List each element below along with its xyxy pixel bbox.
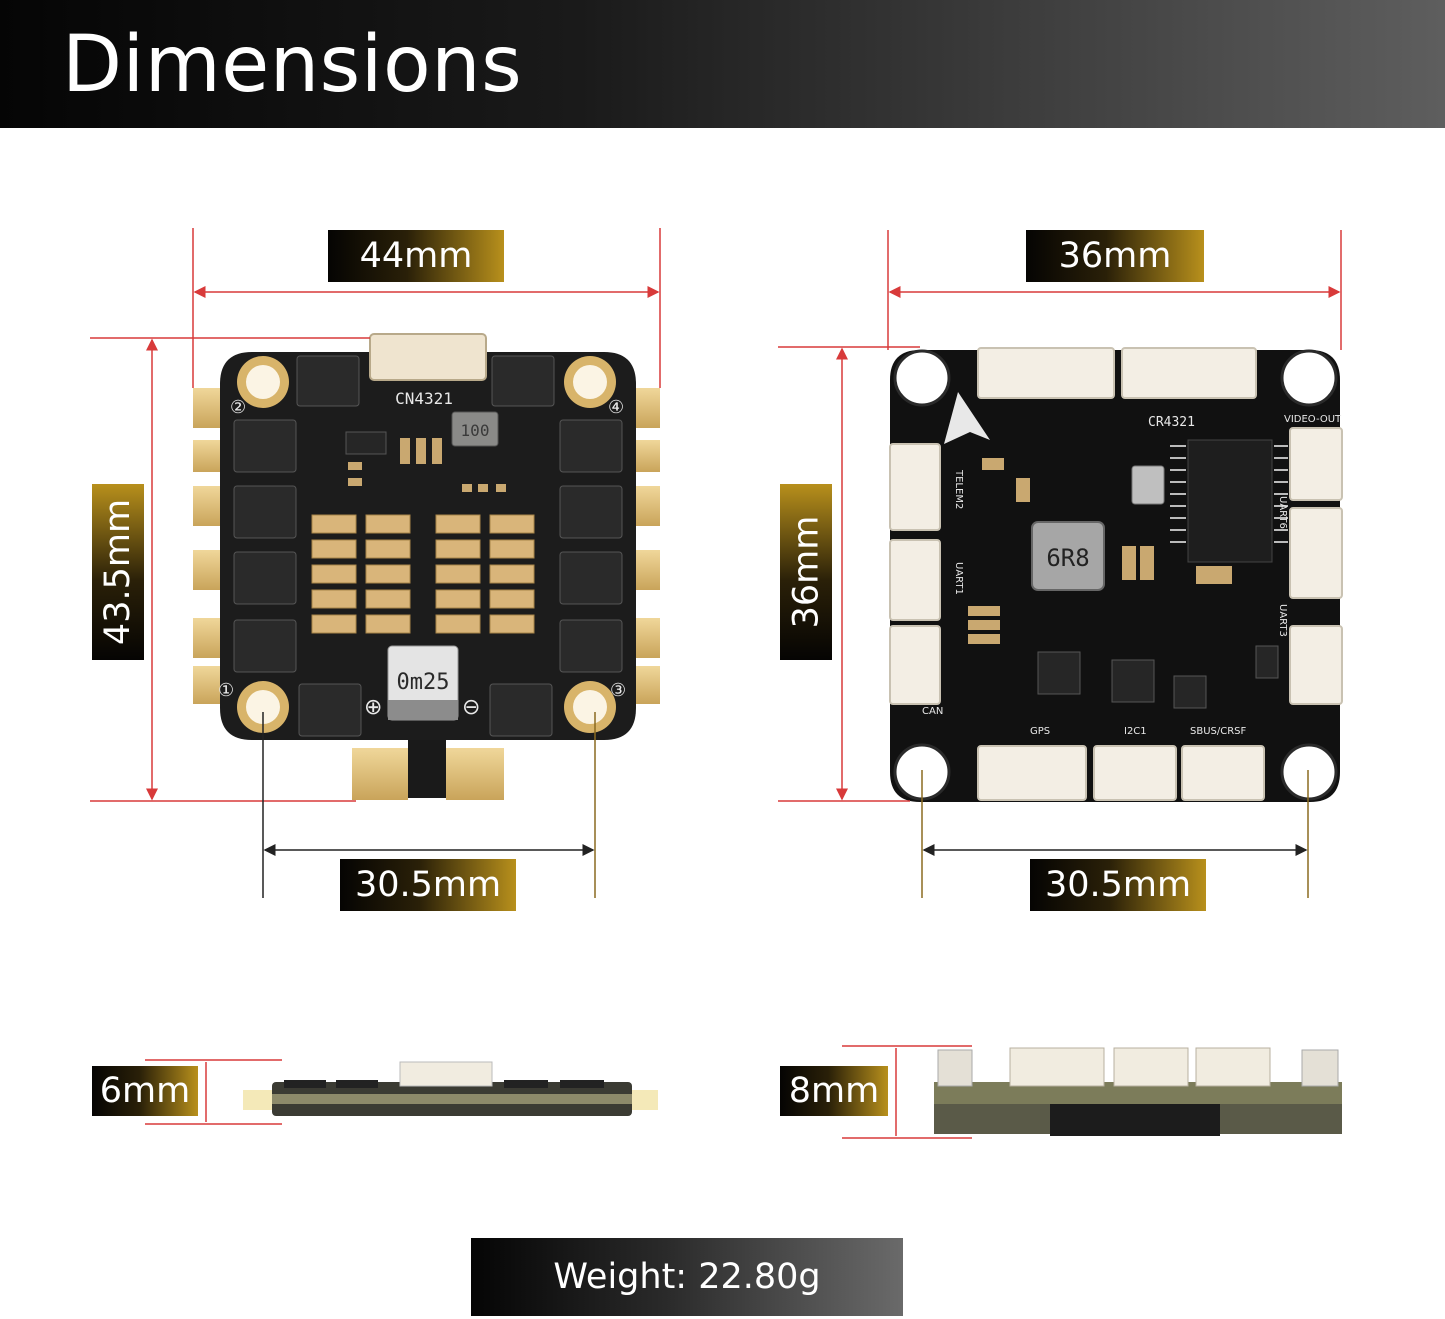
fc-inductor [1031, 521, 1105, 591]
esc-mounting-holes [237, 356, 616, 733]
esc-plus-symbol: ⊕ [364, 695, 382, 720]
fc-side-view [934, 1047, 1342, 1136]
weight-badge: Weight: 22.80g [471, 1238, 903, 1316]
fc-connectors [889, 347, 1343, 801]
esc-mosfets [233, 355, 623, 737]
fc-crystal [1131, 465, 1165, 505]
fc-label-gps: GPS [1030, 726, 1050, 737]
fc-label-can: CAN [922, 706, 943, 717]
esc-side-view [243, 1061, 658, 1116]
esc-height-label-text: 43.5mm [98, 498, 138, 646]
page-title: Dimensions [62, 20, 523, 110]
fc-label-telem2: TELEM2 [953, 469, 964, 509]
esc-mount-label: 30.5mm [340, 859, 516, 911]
fc-label-uart3: UART3 [1277, 604, 1288, 637]
esc-shunt-text: 0m25 [397, 670, 450, 695]
fc-label-video-out: VIDEO-OUT [1284, 414, 1342, 425]
esc-inductor [451, 411, 499, 447]
esc-corner-1: ① [218, 680, 234, 701]
esc-corner-3: ③ [610, 680, 626, 701]
fc-board: CR4321 6R8 VIDEO-OUT [889, 347, 1343, 802]
fc-mount-label: 30.5mm [1030, 859, 1206, 911]
brand-logo-icon [944, 392, 990, 444]
fc-thickness-lines [842, 1045, 972, 1139]
esc-pcb [220, 352, 636, 740]
header-banner: Dimensions [0, 0, 1445, 128]
esc-width-label: 44mm [328, 230, 504, 282]
fc-label-i2c1: I2C1 [1124, 726, 1147, 737]
fc-mounting-holes [893, 349, 1338, 801]
battery-pad-positive [352, 748, 408, 800]
fc-inductor-text: 6R8 [1046, 544, 1089, 572]
fc-dimension-lines [778, 230, 1342, 898]
esc-height-label: 43.5mm [92, 484, 144, 660]
fc-small-components [968, 458, 1232, 644]
fc-thickness-label: 8mm [780, 1066, 888, 1116]
fc-connector-text: CR4321 [1148, 415, 1195, 430]
esc-minus-symbol: ⊖ [462, 695, 480, 720]
fc-height-label-text: 36mm [786, 515, 827, 629]
esc-thickness-label: 6mm [92, 1066, 198, 1116]
esc-connector-text: CN4321 [395, 389, 453, 408]
fc-label-sbus: SBUS/CRSF [1190, 726, 1247, 737]
esc-corner-4: ④ [608, 397, 624, 418]
esc-small-components [348, 438, 506, 492]
battery-pad-negative [446, 748, 504, 800]
fc-label-uart6: UART6 [1277, 496, 1288, 529]
esc-thickness-lines [145, 1059, 282, 1125]
esc-dimension-lines [90, 228, 661, 898]
fc-label-uart1: UART1 [953, 562, 964, 595]
fc-height-label: 36mm [780, 484, 832, 660]
esc-corner-2: ② [230, 397, 246, 418]
fc-mcu-pins [1170, 445, 1288, 543]
fc-width-label: 36mm [1026, 230, 1204, 282]
esc-board: CN4321 ② ④ ① ③ [193, 333, 660, 800]
fc-misc-chips [1037, 645, 1279, 709]
esc-top-connector [369, 333, 487, 381]
esc-inductor-text: 100 [461, 421, 490, 440]
esc-capacitor-array [311, 514, 535, 634]
fc-mcu-chip [1187, 439, 1273, 563]
esc-regulator [345, 431, 387, 455]
